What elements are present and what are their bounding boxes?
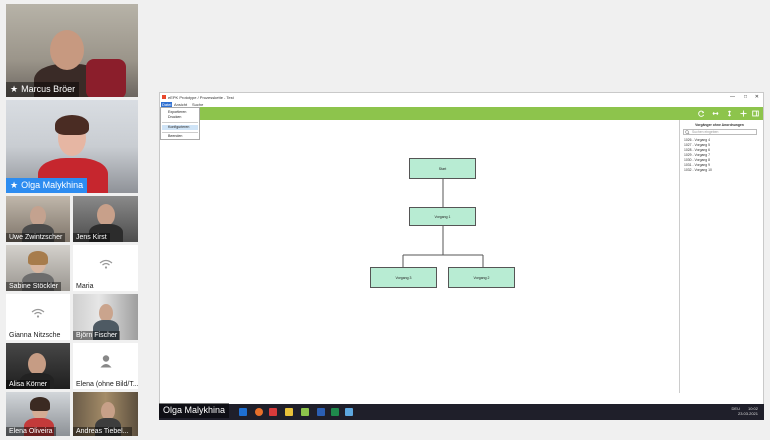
firefox-icon[interactable] — [255, 408, 263, 416]
taskbar-app-icon[interactable] — [269, 408, 277, 416]
participant-tile-marcus[interactable]: ★Marcus Bröer — [6, 4, 138, 97]
folder-icon[interactable] — [285, 408, 293, 416]
participant-tile-alisa[interactable]: Alisa Körner — [6, 343, 70, 389]
menu-item-configure[interactable]: Konfigurieren — [162, 125, 198, 130]
taskbar: DEU 10:02 23.03.2021 — [159, 404, 764, 420]
participant-tile-olga[interactable]: ★Olga Malykhina — [6, 100, 138, 193]
eepk-app-icon[interactable] — [301, 408, 309, 416]
menu-file[interactable]: Datei — [161, 102, 173, 107]
menu-item-export[interactable]: Exportieren — [168, 110, 187, 114]
move-icon[interactable] — [740, 110, 747, 117]
list-item[interactable]: 1031 - Vorgang 9 — [684, 163, 711, 167]
node-vorgang-1[interactable]: Vorgang 1 — [409, 207, 476, 226]
list-item[interactable]: 1032 - Vorgang 10 — [684, 168, 712, 172]
expand-horizontal-icon[interactable] — [712, 110, 719, 117]
refresh-icon[interactable] — [698, 110, 705, 117]
minimize-button[interactable]: — — [730, 94, 735, 100]
list-item[interactable]: 1029 - Vorgang 7 — [684, 153, 711, 157]
list-item[interactable]: 1030 - Vorgang 8 — [684, 158, 711, 162]
window-titlebar: eEPK Prototype / Prozesskette - Test — □… — [160, 93, 763, 101]
excel-icon[interactable] — [331, 408, 339, 416]
list-item[interactable]: 1027 - Vorgang 5 — [684, 143, 711, 147]
participant-name: Elena Oliveira — [6, 427, 56, 436]
panel-icon[interactable] — [752, 110, 759, 117]
language-indicator[interactable]: DEU — [731, 406, 740, 411]
node-vorgang-2[interactable]: Vorgang 2 — [448, 267, 515, 288]
system-clock[interactable]: 10:02 23.03.2021 — [738, 406, 758, 416]
wifi-icon — [31, 309, 45, 318]
menu-bar: Datei Ansicht Suche — [160, 101, 763, 107]
person-icon — [100, 355, 111, 368]
participant-name: Maria — [73, 282, 97, 291]
participant-name: Sabine Stöckler — [6, 282, 62, 291]
close-button[interactable]: ✕ — [754, 94, 759, 100]
menu-item-print[interactable]: Drucken — [168, 115, 182, 119]
participant-tile-elena-nocam[interactable]: Elena (ohne Bild/T... — [73, 343, 138, 389]
participant-name: ★Olga Malykhina — [6, 178, 88, 193]
participant-name: Björn Fischer — [73, 331, 121, 340]
app-icon — [162, 95, 166, 99]
participant-tile-gianna[interactable]: Gianna Nitzsche — [6, 294, 70, 340]
participant-tile-jens[interactable]: Jens Kirst — [73, 196, 138, 242]
maximize-button[interactable]: □ — [743, 94, 747, 100]
menu-separator — [162, 132, 198, 133]
taskbar-app-icon[interactable] — [345, 408, 353, 416]
window-title: eEPK Prototype / Prozesskette - Test — [168, 95, 234, 100]
participant-name: ★Marcus Bröer — [6, 82, 80, 97]
toolbar — [160, 107, 763, 120]
presenter-name-label: Olga Malykhina — [159, 403, 230, 418]
node-start[interactable]: Start — [409, 158, 476, 179]
menu-search[interactable]: Suche — [192, 102, 204, 107]
participant-name: Uwe Zwintzscher — [6, 233, 66, 242]
clock-time: 10:02 — [747, 406, 758, 411]
shared-screen: eEPK Prototype / Prozesskette - Test — □… — [159, 92, 764, 420]
participant-tile-bjoern[interactable]: Björn Fischer — [73, 294, 138, 340]
diagram-connectors — [402, 179, 484, 268]
participant-tile-sabine[interactable]: Sabine Stöckler — [6, 245, 70, 291]
participant-name: Andreas Tiebel... — [73, 427, 132, 436]
list-item[interactable]: 1028 - Vorgang 6 — [684, 148, 711, 152]
menu-separator — [162, 122, 198, 123]
predecessor-panel: Vorgänger ohne Anordnungen Suchen eingeb… — [679, 120, 759, 393]
menu-item-quit[interactable]: Beenden — [168, 134, 183, 138]
participant-name: Jens Kirst — [73, 233, 110, 242]
process-diagram-canvas[interactable]: Start Vorgang 1 Vorgang 3 Vorgang 2 — [160, 120, 679, 393]
participant-tile-maria[interactable]: Maria — [73, 245, 138, 291]
participant-name: Elena (ohne Bild/T... — [73, 380, 138, 389]
participant-tile-elena-oliveira[interactable]: Elena Oliveira — [6, 392, 70, 436]
menu-view[interactable]: Ansicht — [174, 102, 188, 107]
node-vorgang-3[interactable]: Vorgang 3 — [370, 267, 437, 288]
wifi-icon — [99, 260, 112, 269]
clock-date: 23.03.2021 — [737, 411, 758, 416]
taskbar-app-icon[interactable] — [239, 408, 247, 416]
participant-tile-andreas[interactable]: Andreas Tiebel... — [73, 392, 138, 436]
search-input[interactable]: Suchen eingeben — [683, 129, 757, 135]
participant-name: Alisa Körner — [6, 380, 51, 389]
file-menu-dropdown: Exportieren Drucken Konfigurieren Beende… — [160, 107, 200, 140]
panel-header: Vorgänger ohne Anordnungen — [695, 123, 744, 127]
participant-name: Gianna Nitzsche — [6, 331, 64, 340]
list-item[interactable]: 1026 - Vorgang 4 — [684, 138, 711, 142]
expand-vertical-icon[interactable] — [726, 110, 733, 117]
word-icon[interactable] — [317, 408, 325, 416]
participant-list: ★Marcus Bröer ★Olga Malykhina Uwe Zwintz… — [0, 0, 145, 440]
participant-tile-uwe[interactable]: Uwe Zwintzscher — [6, 196, 70, 242]
